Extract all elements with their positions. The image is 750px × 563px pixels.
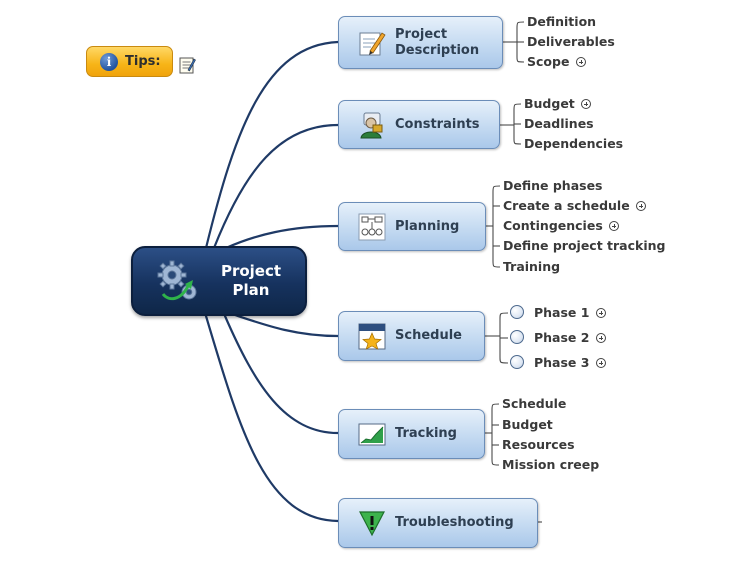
topic-constraints[interactable]: Constraints bbox=[338, 100, 500, 149]
subtopic-define-phases[interactable]: Define phases bbox=[503, 178, 603, 193]
central-topic-subtitle: Plan bbox=[232, 281, 270, 299]
phase-3-checkbox-icon[interactable] bbox=[510, 355, 524, 369]
subtopic-mission-creep[interactable]: Mission creep bbox=[502, 457, 600, 472]
subtopic-resources[interactable]: Resources bbox=[502, 437, 575, 452]
subtopic-contingencies[interactable]: Contingencies bbox=[503, 218, 620, 234]
subtopic-deliverables[interactable]: Deliverables bbox=[527, 34, 615, 49]
topic-project-description-line1: Project bbox=[395, 26, 448, 42]
gears-icon bbox=[157, 260, 197, 301]
expand-icon[interactable] bbox=[595, 357, 606, 368]
subtopic-create-a-schedule[interactable]: Create a schedule bbox=[503, 198, 647, 214]
expand-icon[interactable] bbox=[609, 220, 620, 231]
tips-callout[interactable]: i Tips: bbox=[86, 46, 173, 77]
topic-planning[interactable]: Planning bbox=[338, 202, 486, 251]
topic-project-description[interactable]: Project Description bbox=[338, 16, 503, 69]
topic-tracking-label: Tracking bbox=[395, 426, 457, 441]
phase-1-checkbox-icon[interactable] bbox=[510, 305, 524, 319]
star-calendar-icon bbox=[358, 323, 386, 350]
subtopic-schedule[interactable]: Schedule bbox=[502, 396, 567, 411]
expand-icon[interactable] bbox=[575, 56, 586, 67]
subtopic-definition[interactable]: Definition bbox=[527, 14, 597, 29]
tips-label: Tips: bbox=[125, 54, 161, 69]
topic-troubleshooting[interactable]: Troubleshooting bbox=[338, 498, 538, 548]
subtopic-training[interactable]: Training bbox=[503, 259, 561, 274]
info-icon: i bbox=[100, 52, 118, 71]
warning-triangle-icon bbox=[359, 511, 385, 537]
expand-icon[interactable] bbox=[636, 200, 647, 211]
flowchart-icon bbox=[358, 213, 386, 240]
subtopic-phase-2[interactable]: Phase 2 bbox=[534, 330, 606, 346]
subtopic-define-project-tracking[interactable]: Define project tracking bbox=[503, 238, 666, 253]
area-chart-icon bbox=[358, 423, 386, 446]
topic-planning-label: Planning bbox=[395, 218, 460, 234]
subtopic-budget[interactable]: Budget bbox=[524, 96, 592, 112]
subtopic-deadlines[interactable]: Deadlines bbox=[524, 116, 594, 131]
subtopic-phase-3[interactable]: Phase 3 bbox=[534, 355, 606, 371]
topic-schedule-label: Schedule bbox=[395, 328, 462, 343]
person-lock-icon bbox=[360, 112, 383, 138]
topic-schedule[interactable]: Schedule bbox=[338, 311, 485, 361]
topic-project-description-line2: Description bbox=[395, 42, 480, 58]
pencil-note-icon bbox=[359, 31, 386, 55]
expand-icon[interactable] bbox=[595, 307, 606, 318]
expand-icon[interactable] bbox=[581, 98, 592, 109]
topic-constraints-label: Constraints bbox=[395, 116, 480, 132]
topic-troubleshooting-label: Troubleshooting bbox=[395, 515, 514, 530]
topic-tracking[interactable]: Tracking bbox=[338, 409, 485, 459]
central-topic[interactable]: Project Plan bbox=[131, 246, 307, 316]
central-topic-title: Project bbox=[220, 262, 282, 280]
phase-2-checkbox-icon[interactable] bbox=[510, 330, 524, 344]
subtopic-dependencies[interactable]: Dependencies bbox=[524, 136, 624, 151]
expand-icon[interactable] bbox=[595, 332, 606, 343]
note-icon[interactable] bbox=[179, 56, 196, 74]
subtopic-budget-tracking[interactable]: Budget bbox=[502, 417, 553, 432]
subtopic-scope[interactable]: Scope bbox=[527, 54, 586, 70]
subtopic-phase-1[interactable]: Phase 1 bbox=[534, 305, 606, 321]
